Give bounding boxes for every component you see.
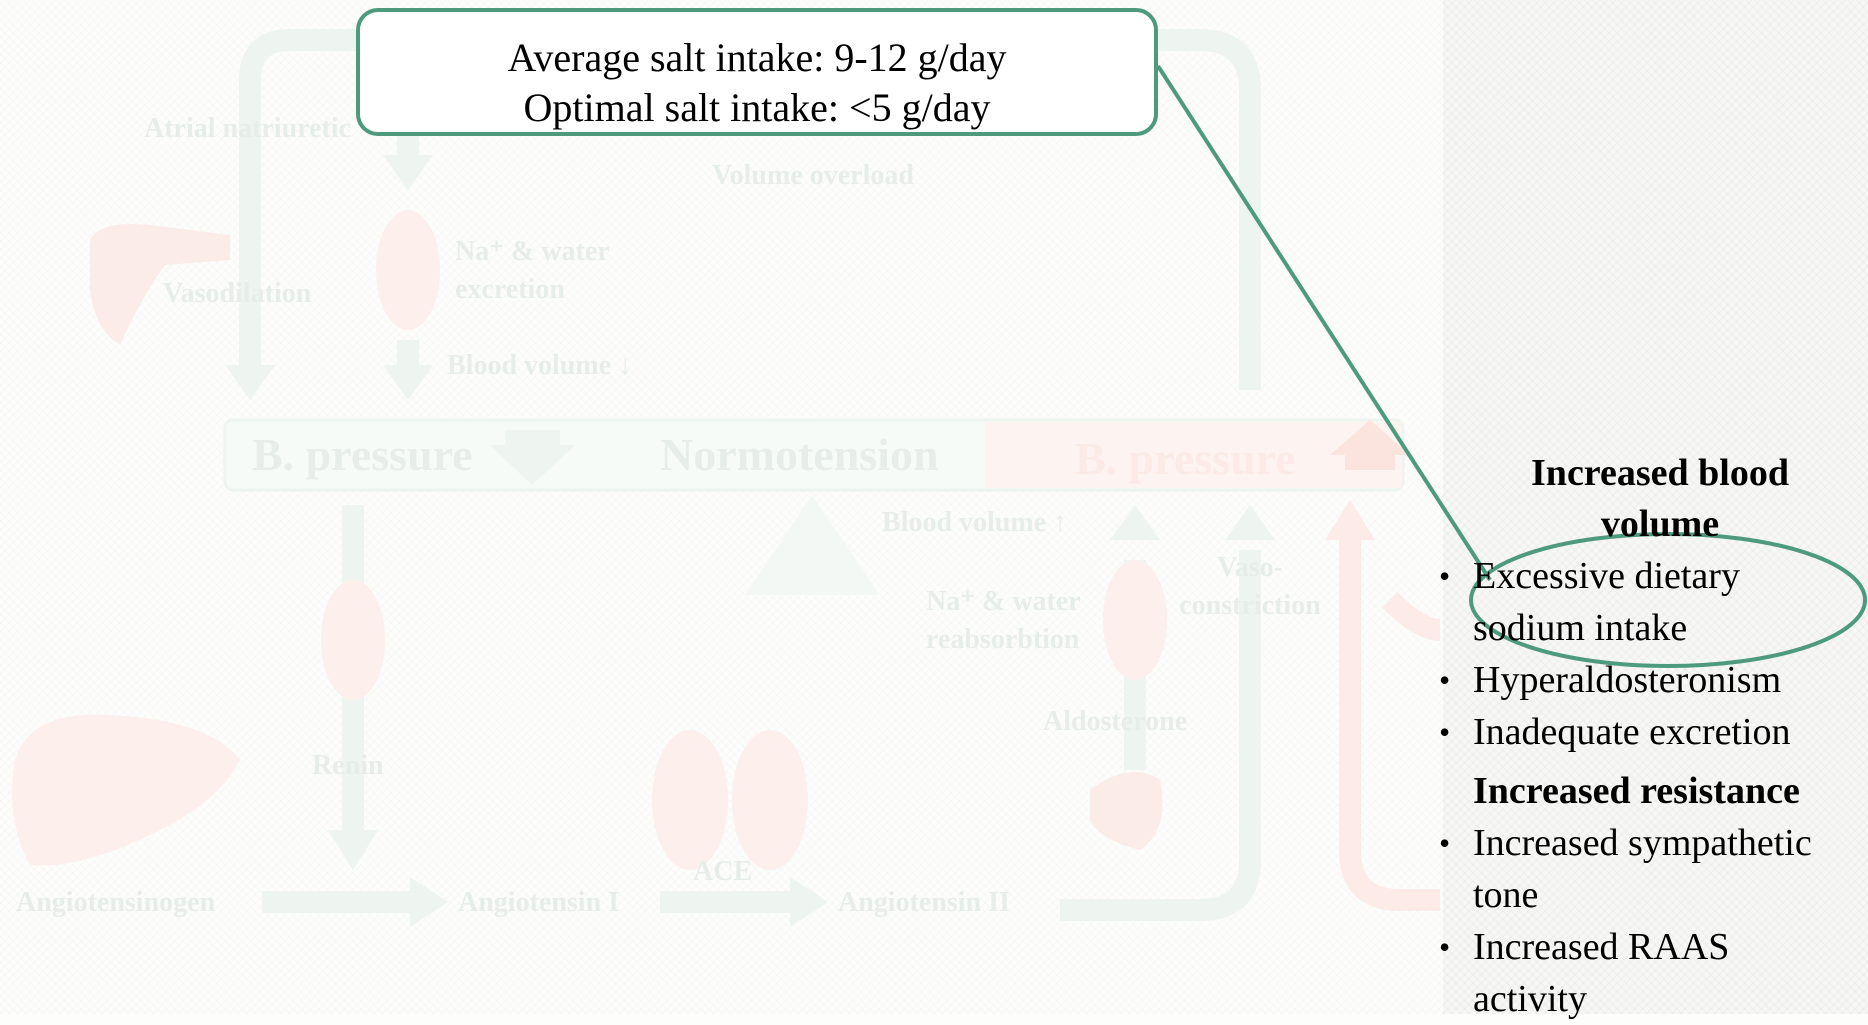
- ace-label: ACE: [693, 856, 753, 887]
- optimal-salt-intake: Optimal salt intake: <5 g/day: [523, 85, 991, 130]
- aldosterone-label: Aldosterone: [1043, 706, 1188, 737]
- balance-fulcrum: [745, 495, 880, 595]
- resistance-branch: [1382, 592, 1441, 641]
- vasoconstriction-label: Vaso-constriction: [1179, 552, 1321, 621]
- renin-arrowhead: [328, 830, 378, 870]
- kidney-right-illustration: [1103, 560, 1167, 680]
- cause-renal-failure-clipped: (renal failure): [1435, 756, 1868, 766]
- volume-overload-label: Volume overload: [712, 160, 914, 191]
- callout-connector: [1156, 64, 1492, 582]
- kidney-top-illustration: [376, 210, 440, 330]
- normotension-label: Normotension: [660, 429, 939, 480]
- cause-excessive-sodium: Excessive dietary sodium intake: [1435, 550, 1868, 654]
- blood-volume-down-arrowhead: [383, 365, 433, 400]
- angiotensinogen-label: Angiotensinogen: [16, 887, 216, 918]
- angiotensinogen-arrowhead: [410, 877, 448, 927]
- resistance-arrowhead: [1325, 500, 1375, 540]
- vasoconstriction-path: [1060, 550, 1261, 921]
- blood-volume-up-arrowhead: [1110, 505, 1160, 540]
- heart-illustration: [90, 224, 230, 345]
- angiotensin-1-label: Angiotensin I: [458, 887, 620, 918]
- resistance-path: [1339, 530, 1440, 911]
- blood-volume-up-label: Blood volume ↑: [882, 507, 1068, 538]
- cause-raas-activity: Increased RAAS activity: [1435, 921, 1868, 1025]
- salt-intake-callout: Average salt intake: 9-12 g/day Optimal …: [356, 8, 1158, 136]
- bp-high-label: B. pressure: [1075, 433, 1296, 484]
- na-water-excretion-label: Na⁺ & water excretion: [455, 236, 610, 305]
- lung-left-illustration: [652, 730, 728, 870]
- anp-arrowhead: [383, 155, 433, 190]
- ace-arrowhead: [790, 877, 828, 927]
- vasodilation-label: Vasodilation: [163, 278, 312, 309]
- hypertension-causes: Increased blood volume Excessive dietary…: [1435, 448, 1868, 1025]
- angiotensin-2-label: Angiotensin II: [838, 887, 1010, 918]
- lung-right-illustration: [732, 730, 808, 870]
- resistance-causes-list: Increased sympathetic tone Increased RAA…: [1435, 817, 1868, 1025]
- liver-illustration: [12, 714, 241, 866]
- pressure-down-arrow: [490, 430, 575, 485]
- vasodilation-arrowhead: [225, 365, 275, 400]
- na-water-reabsorption-label: Na⁺ & water reabsorbtion: [926, 586, 1081, 655]
- atrial-natriuretic-label: Atrial natriuretic: [144, 113, 352, 144]
- blood-volume-down-label: Blood volume ↓: [447, 350, 633, 381]
- blood-volume-causes-list: Excessive dietary sodium intake Hyperald…: [1435, 550, 1868, 758]
- feedback-loop-path: [239, 29, 1261, 390]
- cause-inadequate-excretion: Inadequate excretion: [1435, 706, 1868, 758]
- cause-sympathetic-tone: Increased sympathetic tone: [1435, 817, 1868, 921]
- pressure-up-arrow: [1330, 420, 1410, 470]
- cause-hyperaldosteronism: Hyperaldosteronism: [1435, 654, 1868, 706]
- adrenal-illustration: [1090, 772, 1163, 850]
- kidney-left-illustration: [321, 580, 385, 700]
- heading-increased-resistance: Increased resistance: [1473, 770, 1800, 812]
- heading-increased-blood-volume: Increased blood volume: [1531, 452, 1789, 545]
- average-salt-intake: Average salt intake: 9-12 g/day: [507, 35, 1007, 80]
- vasoconstriction-arrowhead: [1225, 505, 1275, 540]
- renin-label: Renin: [312, 750, 384, 781]
- bp-low-label: B. pressure: [252, 429, 473, 480]
